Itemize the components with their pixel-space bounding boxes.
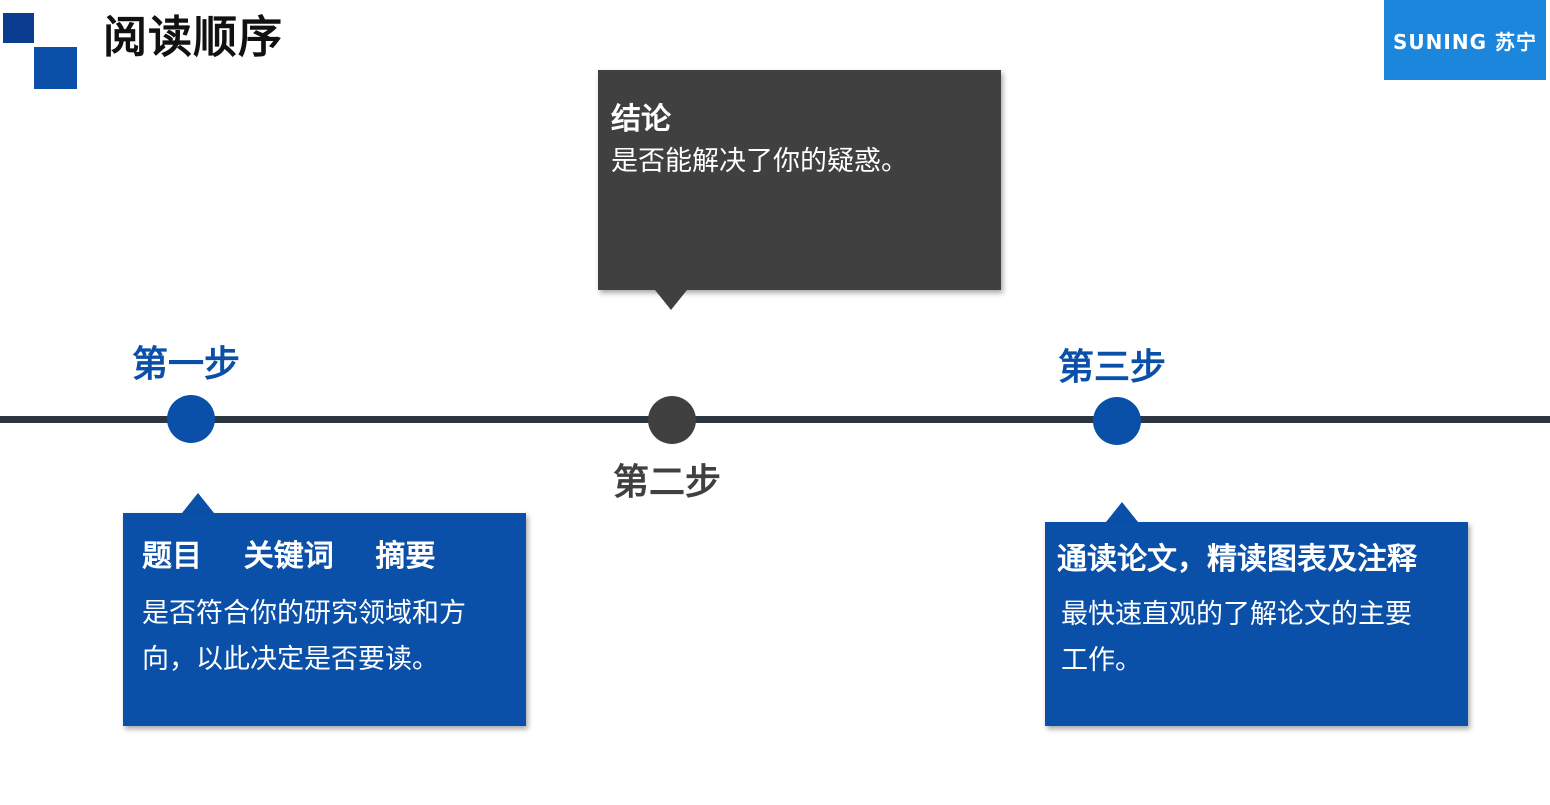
step-1-node bbox=[167, 395, 215, 443]
callout-step-3-heading: 通读论文，精读图表及注释 bbox=[1057, 542, 1417, 577]
callout-step-2-pointer bbox=[655, 290, 687, 310]
callout-step-1-heading: 题目 关键词 摘要 bbox=[142, 539, 436, 574]
callout-step-3-pointer bbox=[1106, 502, 1138, 522]
corner-square-decoration bbox=[3, 13, 34, 43]
callout-step-2: 结论 是否能解决了你的疑惑。 bbox=[598, 70, 1001, 290]
corner-square-decoration bbox=[34, 47, 77, 89]
step-3-node bbox=[1093, 397, 1141, 445]
step-3-label: 第三步 bbox=[1058, 347, 1167, 388]
callout-step-2-heading: 结论 bbox=[611, 102, 671, 137]
step-2-node bbox=[648, 396, 696, 444]
step-2-label: 第二步 bbox=[613, 462, 722, 503]
callout-step-1: 题目 关键词 摘要 是否符合你的研究领域和方向，以此决定是否要读。 bbox=[123, 513, 526, 726]
callout-step-3: 通读论文，精读图表及注释 最快速直观的了解论文的主要工作。 bbox=[1045, 522, 1468, 726]
step-1-label: 第一步 bbox=[132, 344, 241, 385]
callout-step-1-body: 是否符合你的研究领域和方向，以此决定是否要读。 bbox=[142, 598, 466, 675]
callout-step-1-pointer bbox=[182, 493, 214, 513]
timeline-line bbox=[0, 416, 1550, 423]
callout-step-3-body: 最快速直观的了解论文的主要工作。 bbox=[1061, 599, 1412, 676]
suning-logo: SUNING 苏宁 bbox=[1384, 0, 1546, 80]
callout-step-2-body: 是否能解决了你的疑惑。 bbox=[611, 146, 908, 177]
page-title: 阅读顺序 bbox=[103, 12, 283, 63]
logo-text: SUNING 苏宁 bbox=[1393, 29, 1537, 54]
